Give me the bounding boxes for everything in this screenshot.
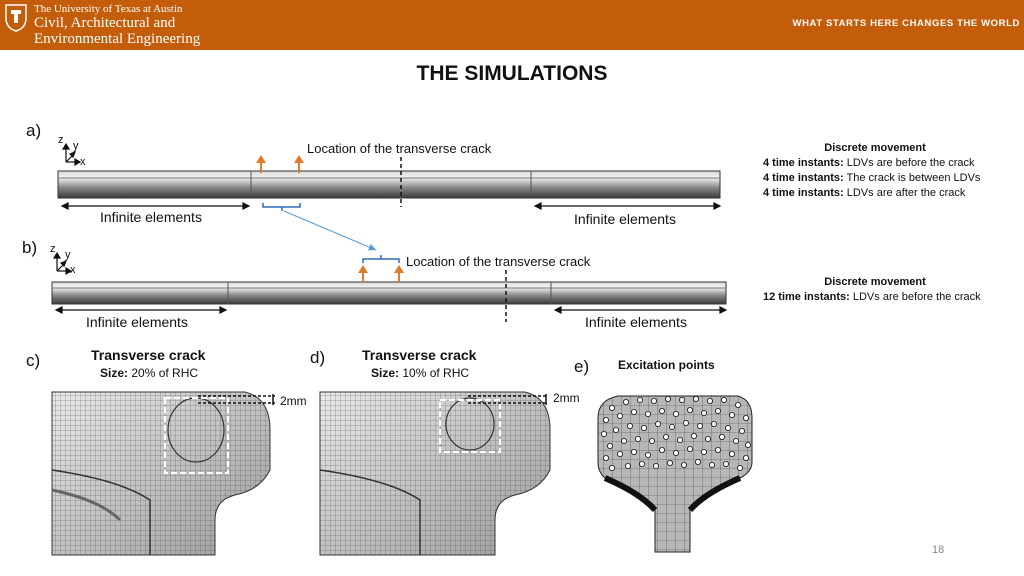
crack-size-c: Size: 20% of RHC — [100, 366, 199, 380]
panel-label-c: c) — [26, 351, 41, 370]
infinite-elements-right-b: Infinite elements — [585, 314, 687, 330]
crack-size-d: Size: 10% of RHC — [371, 366, 470, 380]
rail-model-a — [57, 170, 721, 199]
infinite-elements-left-a: Infinite elements — [100, 209, 202, 225]
ldv-arrows-a — [256, 155, 304, 173]
infinite-elements-right-a: Infinite elements — [574, 211, 676, 227]
dimension-label-c: 2mm — [280, 394, 307, 408]
axis-y-a: y — [73, 140, 79, 152]
movement-line-a-2: 4 time instants: The crack is between LD… — [763, 172, 981, 184]
page-number: 18 — [932, 544, 945, 556]
crack-mesh-c — [51, 391, 275, 556]
axis-x-b: x — [70, 264, 76, 276]
zoom-arrow — [283, 210, 377, 251]
extent-arrows-b — [54, 306, 728, 314]
slide-title: THE SIMULATIONS — [416, 62, 608, 85]
panel-label-e: e) — [574, 357, 590, 376]
axis-triad-b — [52, 251, 73, 276]
tagline: WHAT STARTS HERE CHANGES THE WORLD — [792, 18, 1020, 29]
movement-heading-b: Discrete movement — [824, 276, 926, 288]
dimension-label-d: 2mm — [553, 391, 580, 405]
crack-title-c: Transverse crack — [91, 347, 206, 363]
ldv-bracket-a — [262, 203, 301, 211]
movement-line-a-3: 4 time instants: LDVs are after the crac… — [763, 187, 966, 199]
excitation-points-title: Excitation points — [618, 358, 715, 372]
movement-line-a-1: 4 time instants: LDVs are before the cra… — [763, 157, 975, 169]
infinite-elements-left-b: Infinite elements — [86, 314, 188, 330]
axis-z-b: z — [50, 243, 56, 255]
department-line-1: Civil, Architectural and — [34, 15, 176, 31]
excitation-points — [601, 395, 752, 471]
crack-title-d: Transverse crack — [362, 347, 477, 363]
movement-line-b-1: 12 time instants: LDVs are before the cr… — [763, 291, 981, 303]
ldv-arrows-b — [358, 265, 404, 283]
axis-z-a: z — [58, 134, 64, 146]
university-name: The University of Texas at Austin — [34, 3, 183, 15]
crack-location-label-b: Location of the transverse crack — [406, 254, 591, 269]
extent-arrows-a — [60, 202, 722, 210]
department-line-2: Environmental Engineering — [34, 31, 201, 47]
axis-x-a: x — [80, 156, 86, 168]
panel-label-a: a) — [26, 121, 42, 140]
crack-location-label-a: Location of the transverse crack — [307, 141, 492, 156]
axis-triad-a — [61, 142, 82, 167]
panel-label-d: d) — [310, 348, 326, 367]
ut-shield-logo — [5, 4, 27, 32]
rail-model-b — [51, 281, 727, 305]
header-bar: The University of Texas at Austin Civil,… — [0, 0, 1024, 50]
rail-section-e — [597, 395, 753, 553]
panel-label-b: b) — [22, 238, 38, 257]
crack-mesh-d — [319, 391, 551, 556]
ldv-bracket-b — [362, 255, 400, 263]
axis-y-b: y — [65, 249, 71, 261]
movement-heading-a: Discrete movement — [824, 142, 926, 154]
